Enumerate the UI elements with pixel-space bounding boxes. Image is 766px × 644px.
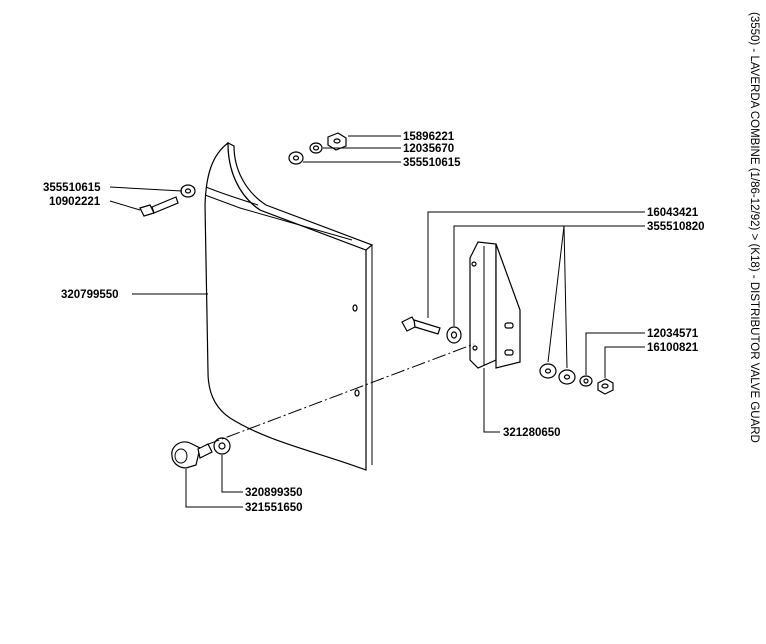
washer-355510615-top bbox=[288, 151, 304, 165]
label-16043421: 16043421 bbox=[647, 207, 699, 219]
bolt-10902221 bbox=[139, 196, 179, 217]
label-12035670: 12035670 bbox=[403, 143, 454, 155]
label-12034571: 12034571 bbox=[647, 328, 699, 340]
diagram-title: (3550) - LAVERDA COMBINE (1/86-12/92) > … bbox=[748, 12, 760, 443]
label-15896221: 15896221 bbox=[403, 131, 455, 143]
washer-355510615-left bbox=[180, 184, 196, 198]
knob-321551650 bbox=[171, 441, 213, 469]
washer-320899350 bbox=[213, 437, 231, 455]
label-320799550: 320799550 bbox=[61, 289, 119, 301]
washer-355510820-left bbox=[446, 326, 462, 344]
label-355510615-left: 355510615 bbox=[43, 182, 101, 194]
leader-lines bbox=[109, 135, 645, 508]
guard-panel bbox=[204, 141, 374, 471]
label-355510615-top: 355510615 bbox=[403, 157, 461, 169]
label-10902221: 10902221 bbox=[49, 196, 101, 208]
washer-355510820-right-1 bbox=[539, 363, 557, 379]
washer-355510820-right-2 bbox=[558, 369, 576, 385]
assembly-axis bbox=[205, 343, 475, 446]
label-321280650: 321280650 bbox=[503, 427, 561, 439]
mounting-bracket bbox=[469, 241, 521, 369]
bolt-16043421 bbox=[401, 316, 441, 335]
lock-washer-12034571 bbox=[579, 375, 593, 387]
label-320899350: 320899350 bbox=[245, 487, 303, 499]
nut-16100821 bbox=[597, 378, 614, 395]
label-16100821: 16100821 bbox=[647, 342, 699, 354]
label-355510820: 355510820 bbox=[647, 221, 705, 233]
label-321551650: 321551650 bbox=[245, 502, 303, 514]
lock-washer-12035670 bbox=[309, 142, 323, 154]
nut-15896221 bbox=[327, 132, 347, 151]
